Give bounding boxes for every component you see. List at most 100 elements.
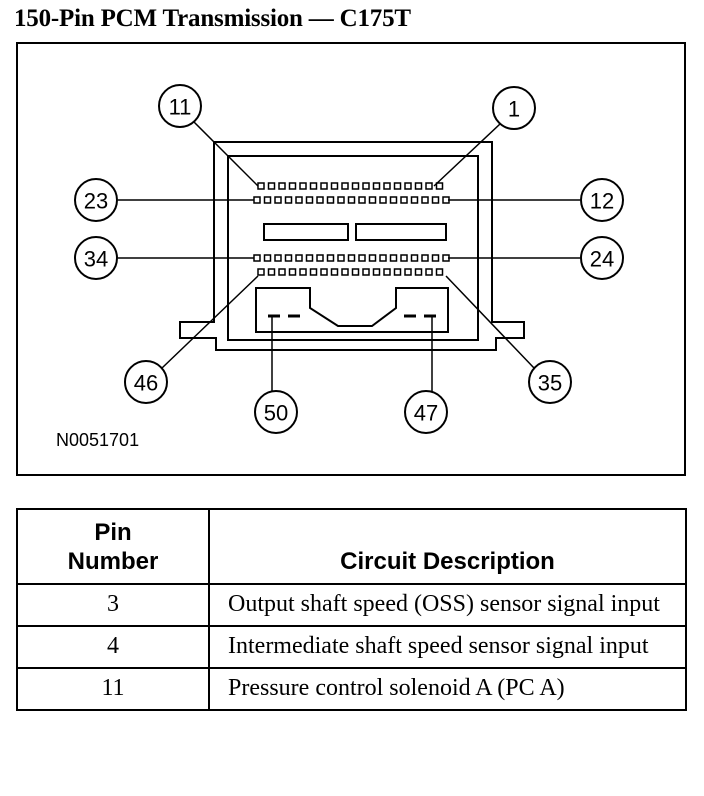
callout-pin-23: 23 [84,189,108,214]
pin-cavity [410,254,419,262]
callout-pin-11: 11 [169,95,192,120]
callout-circle [492,86,536,130]
pin-cavity [431,254,440,262]
pin-cavity [330,182,339,190]
pin-cavity [372,182,381,190]
table-row: 4 Intermediate shaft speed sensor signal… [16,625,687,669]
callout-circle [124,360,168,404]
leader-line [161,275,259,369]
pin-cavity [274,196,282,204]
upper-rib-right [355,223,447,241]
pin-cavity [425,182,433,190]
pin-cavity [337,196,345,204]
pin-cavity [326,254,335,262]
callout-circle [74,236,118,280]
pin-number-header-line1: Pin [94,519,132,546]
pin-cavity [368,196,377,204]
pin-number-cell: 11 [16,667,210,711]
pin-cavity [299,182,307,190]
pin-cavity [316,196,324,204]
page-title: 150-Pin PCM Transmission — C175T [14,5,411,32]
callout-pin-50: 50 [264,401,288,426]
pin-cavity [431,196,440,204]
pin-cavity [284,196,293,204]
pin-cavity [320,182,328,190]
pin-number-cell: 3 [16,583,210,627]
callout-pin-34: 34 [84,247,108,272]
pin-cavity [414,268,423,276]
pin-cavity [425,268,433,276]
connector-diagram: 11 1 23 12 34 24 46 35 50 47 N0051701 [56,84,624,450]
upper-rib-left [263,223,349,241]
pin-cavity [410,196,419,204]
pin-cavity [404,268,412,276]
callout-circle [254,390,298,434]
callout-circle [580,178,624,222]
pin-cavity [337,254,345,262]
connector-inner-body [227,155,479,341]
pin-cavity [278,268,286,276]
pin-cavity [347,254,356,262]
pin-cavity [400,196,408,204]
callout-pin-12: 12 [590,189,614,214]
pin-cavity [253,196,261,204]
callout-pin-47: 47 [414,401,438,426]
pin-cavity [305,254,314,262]
pin-cavity [362,268,370,276]
pin-cavity [341,268,349,276]
pin-cavity [421,254,429,262]
pin-cavity [351,182,360,190]
pin-cavity [400,254,408,262]
pin-cavity [358,254,366,262]
circuit-table: Pin Number Circuit Description 3 Output … [16,508,687,711]
pin-cavity [284,254,293,262]
pin-cavity [362,182,370,190]
pin-cavity [299,268,307,276]
pin-cavity [393,268,402,276]
pin-cavity [305,196,314,204]
callout-circle [580,236,624,280]
pin-cavity [278,182,286,190]
pin-cavity [379,254,387,262]
circuit-description-cell: Pressure control solenoid A (PC A) [208,667,687,711]
table-row: 11 Pressure control solenoid A (PC A) [16,667,687,711]
pin-cavity [309,268,318,276]
circuit-description-header: Circuit Description [208,508,687,585]
pin-cavity [389,196,398,204]
pin-cavity [326,196,335,204]
callout-pin-35: 35 [538,371,562,396]
leader-line [445,275,535,369]
pin-cavity [389,254,398,262]
leader-line [433,123,501,187]
pin-cavity [274,254,282,262]
pin-cavity [309,182,318,190]
callout-circle [74,178,118,222]
pin-cavity [368,254,377,262]
connector-diagram-frame [16,42,686,476]
pin-cavity [288,268,297,276]
table-row: 3 Output shaft speed (OSS) sensor signal… [16,583,687,627]
callout-pin-46: 46 [134,371,158,396]
pin-cavity [341,182,349,190]
pin-cavity [295,196,303,204]
pin-cavity [358,196,366,204]
callout-pin-24: 24 [590,247,614,272]
pin-cavity [253,254,261,262]
pin-number-header: Pin Number [16,508,210,585]
figure-reference: N0051701 [56,430,139,450]
pin-cavity [379,196,387,204]
pin-cavity [383,182,391,190]
pin-cavity [351,268,360,276]
table-header-row: Pin Number Circuit Description [16,508,687,585]
callout-pin-1: 1 [508,97,520,122]
pin-cavity [263,196,272,204]
callout-circle [404,390,448,434]
circuit-description-cell: Intermediate shaft speed sensor signal i… [208,625,687,669]
circuit-description-cell: Output shaft speed (OSS) sensor signal i… [208,583,687,627]
pin-number-cell: 4 [16,625,210,669]
pin-cavity [435,268,444,276]
callout-circle [528,360,572,404]
pin-cavity [393,182,402,190]
pin-cavity [257,182,265,190]
pin-cavity [435,182,444,190]
